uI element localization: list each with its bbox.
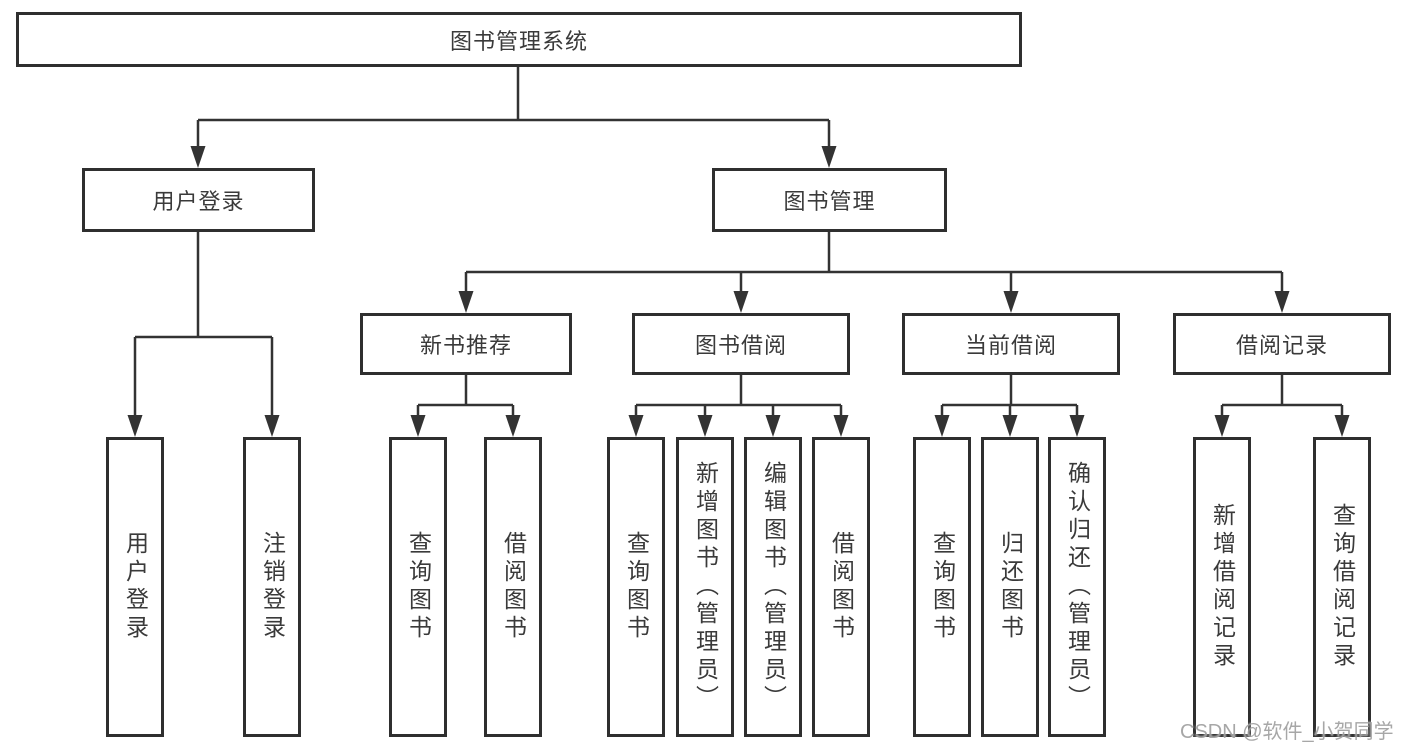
leaf-edit-books-admin-label: 编辑图书（管理员）	[760, 461, 787, 713]
leaf-query-books-current: 查询图书	[913, 437, 971, 737]
leaf-query-borrow-record: 查询借阅记录	[1313, 437, 1371, 737]
leaf-add-books-admin-label: 新增图书（管理员）	[692, 461, 719, 713]
leaf-borrow-books-recommend-label: 借阅图书	[500, 531, 527, 643]
leaf-borrow-books-label: 借阅图书	[828, 531, 855, 643]
leaf-return-books: 归还图书	[981, 437, 1039, 737]
leaf-borrow-books-recommend: 借阅图书	[484, 437, 542, 737]
leaf-user-login: 用户登录	[106, 437, 164, 737]
node-book-management: 图书管理	[712, 168, 947, 232]
node-user-login-label: 用户登录	[152, 189, 245, 214]
leaf-edit-books-admin: 编辑图书（管理员）	[744, 437, 802, 737]
node-root-label: 图书管理系统	[449, 28, 588, 54]
leaf-return-books-label: 归还图书	[997, 531, 1024, 643]
node-new-book-recommend-label: 新书推荐	[419, 333, 512, 358]
leaf-add-books-admin: 新增图书（管理员）	[676, 437, 734, 737]
leaf-confirm-return-admin: 确认归还（管理员）	[1048, 437, 1106, 737]
leaf-logout-label: 注销登录	[259, 531, 286, 643]
node-book-borrowing: 图书借阅	[632, 313, 850, 375]
node-root: 图书管理系统	[16, 12, 1022, 67]
node-current-borrowing-label: 当前借阅	[964, 333, 1057, 358]
leaf-confirm-return-admin-label: 确认归还（管理员）	[1064, 461, 1091, 713]
node-book-management-label: 图书管理	[783, 189, 876, 214]
arrowheads	[127, 146, 1350, 437]
node-new-book-recommend: 新书推荐	[360, 313, 572, 375]
leaf-logout: 注销登录	[243, 437, 301, 737]
leaf-query-borrow-record-label: 查询借阅记录	[1329, 503, 1356, 671]
leaf-borrow-books: 借阅图书	[812, 437, 870, 737]
node-user-login: 用户登录	[82, 168, 315, 232]
leaf-user-login-label: 用户登录	[122, 531, 149, 643]
leaf-query-books-borrow: 查询图书	[607, 437, 665, 737]
leaf-add-borrow-record: 新增借阅记录	[1193, 437, 1251, 737]
leaf-query-books-current-label: 查询图书	[929, 531, 956, 643]
node-current-borrowing: 当前借阅	[902, 313, 1120, 375]
node-book-borrowing-label: 图书借阅	[694, 333, 787, 358]
csdn-watermark: CSDN @软件_小贺同学	[1180, 721, 1394, 743]
leaf-add-borrow-record-label: 新增借阅记录	[1209, 503, 1236, 671]
leaf-query-books-recommend: 查询图书	[389, 437, 447, 737]
node-borrowing-records: 借阅记录	[1173, 313, 1391, 375]
leaf-query-books-recommend-label: 查询图书	[405, 531, 432, 643]
leaf-query-books-borrow-label: 查询图书	[623, 531, 650, 643]
node-borrowing-records-label: 借阅记录	[1235, 333, 1328, 358]
